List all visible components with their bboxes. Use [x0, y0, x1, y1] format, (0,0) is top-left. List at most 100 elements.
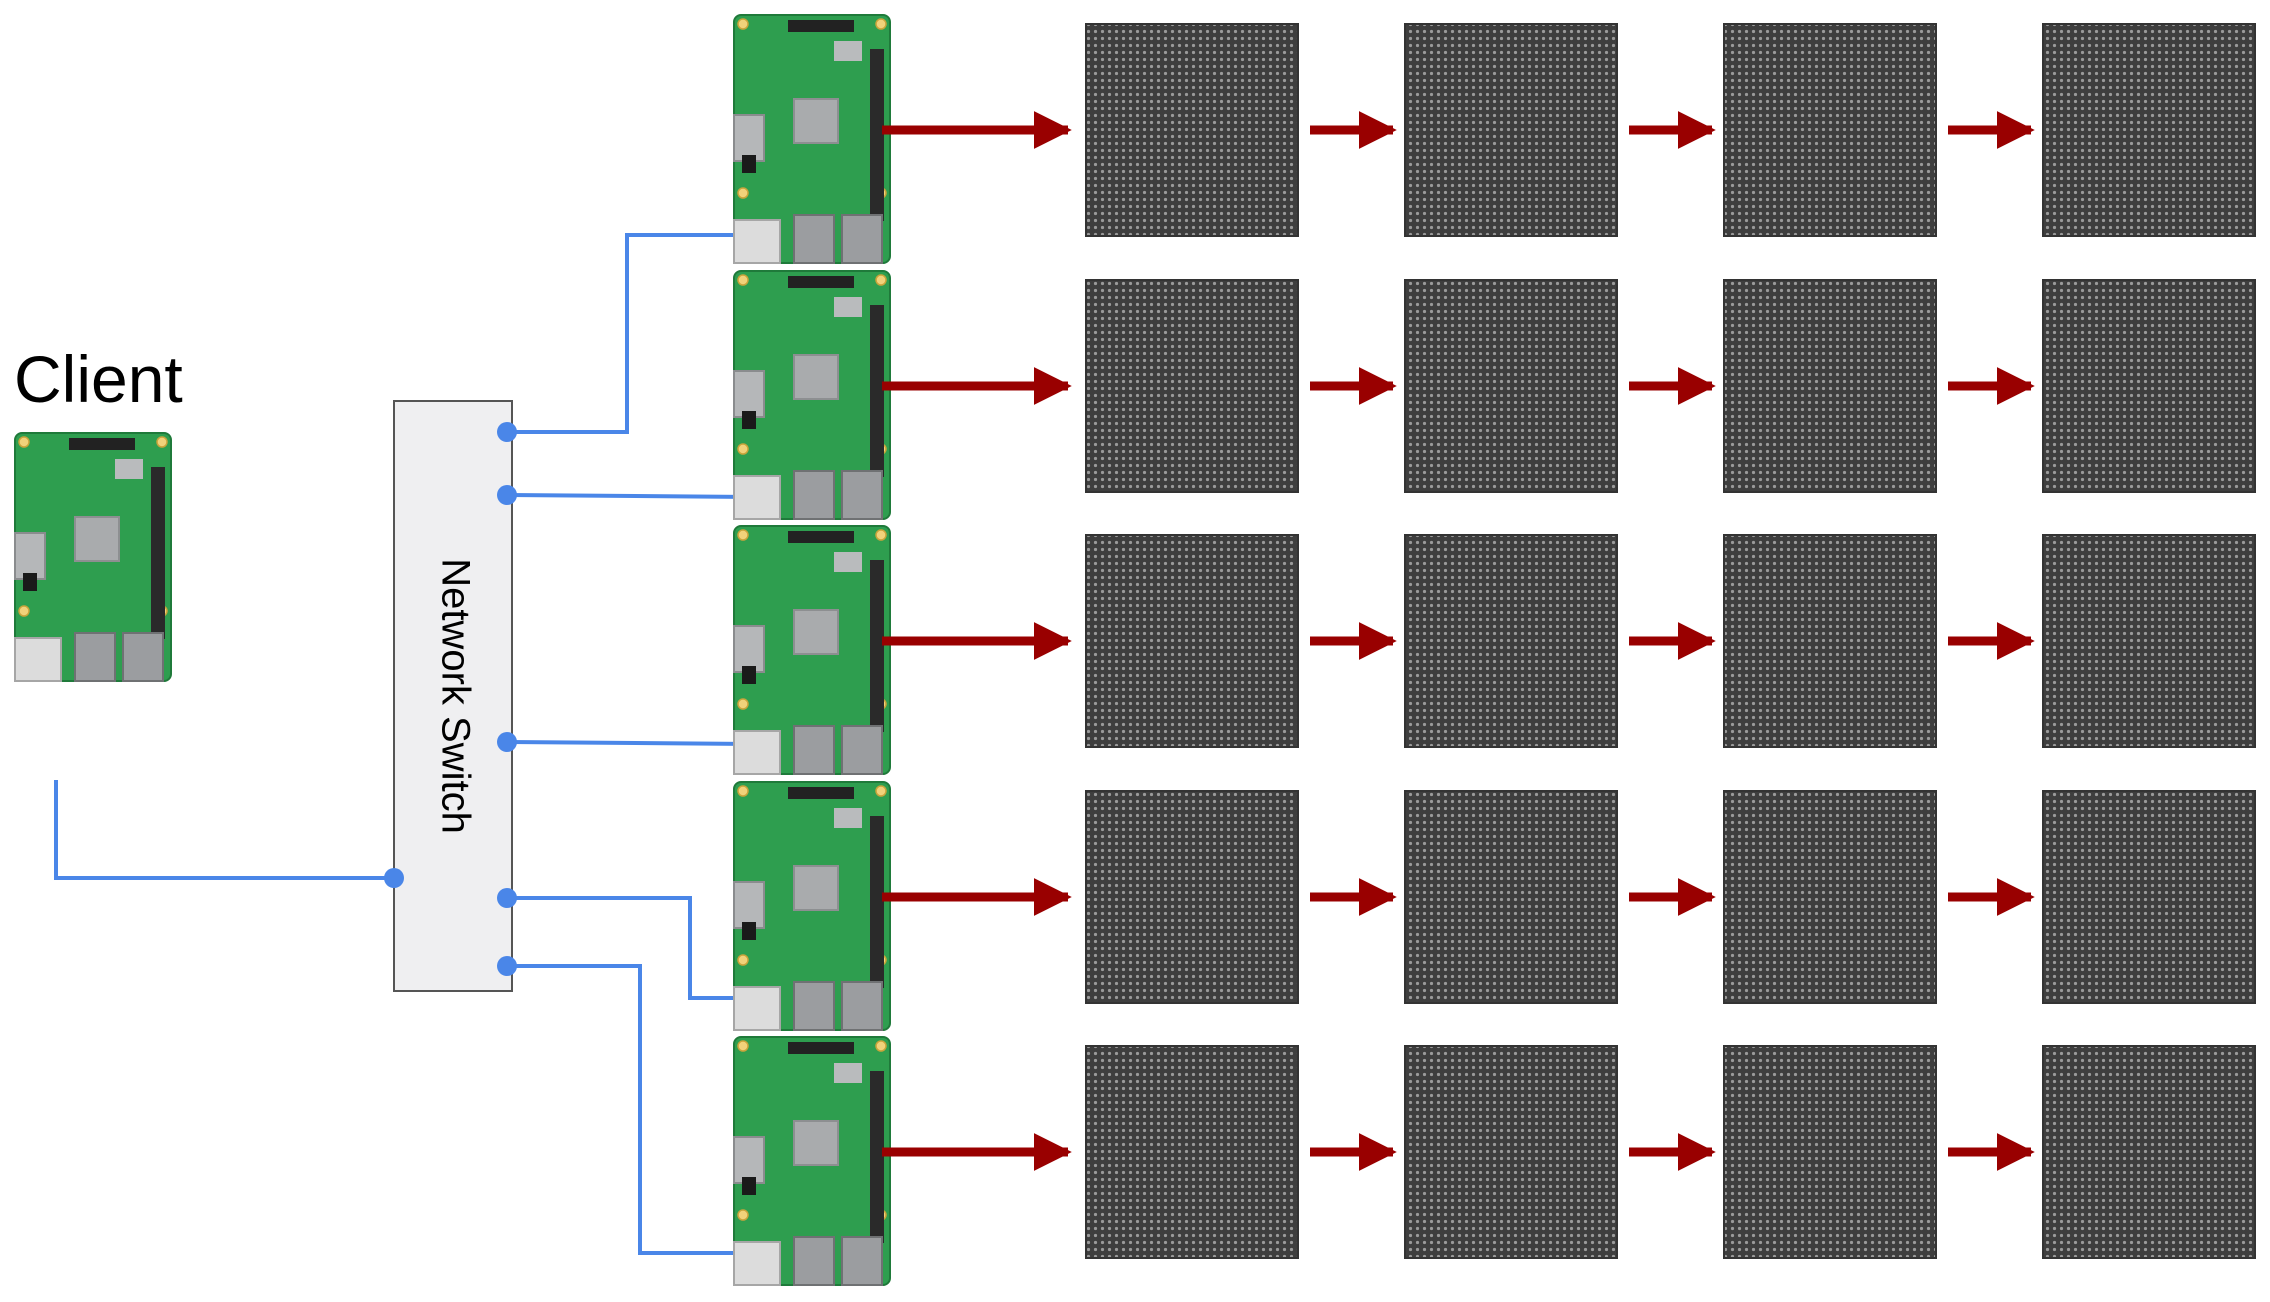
mounting-hole	[737, 529, 749, 541]
hdmi-port	[733, 1136, 765, 1184]
ethernet-port	[14, 637, 62, 682]
gpio-header	[870, 305, 884, 477]
led-matrix-panel-icon	[1723, 534, 1937, 748]
led-panel-chain	[882, 534, 2256, 748]
hdmi-port	[733, 881, 765, 929]
network-cables	[54, 225, 763, 1263]
cable-connector-dot	[497, 422, 517, 442]
hdmi-port	[733, 625, 765, 673]
client-cable	[54, 780, 394, 880]
usb-port	[793, 981, 835, 1031]
mounting-hole	[875, 274, 887, 286]
mounting-hole	[875, 529, 887, 541]
led-matrix-panel-icon	[1085, 534, 1299, 748]
hdmi-port	[14, 532, 46, 580]
usb-port	[841, 981, 883, 1031]
server-1-cable	[507, 233, 753, 434]
mounting-hole	[737, 698, 749, 710]
mounting-hole	[18, 605, 30, 617]
audio-jack	[742, 411, 756, 429]
audio-jack	[742, 922, 756, 940]
led-panel-chain	[882, 23, 2256, 237]
led-matrix-panel-icon	[2042, 23, 2256, 237]
led-matrix-panel-icon	[1404, 790, 1618, 1004]
mounting-hole	[737, 187, 749, 199]
led-matrix-panel-icon	[1085, 790, 1299, 1004]
led-matrix-panel-icon	[2042, 534, 2256, 748]
raspberry-pi-board-icon	[733, 1036, 891, 1286]
display-connector	[788, 531, 854, 543]
network-switch: Network Switch	[393, 400, 513, 992]
raspberry-pi-board-icon	[733, 781, 891, 1031]
soc-chip	[793, 609, 839, 655]
led-matrix-panel-icon	[2042, 1045, 2256, 1259]
server-4-cable	[507, 896, 753, 1000]
mounting-hole	[737, 954, 749, 966]
led-matrix-panel-icon	[1723, 279, 1937, 493]
mounting-hole	[18, 436, 30, 448]
led-matrix-panel-icon	[1404, 534, 1618, 748]
audio-jack	[742, 1177, 756, 1195]
usb-port	[793, 725, 835, 775]
led-matrix-panel-icon	[1404, 279, 1618, 493]
cable-connector-dot	[384, 868, 404, 888]
usb-port	[841, 725, 883, 775]
raspberry-pi-board-icon	[733, 14, 891, 264]
usb-port	[122, 632, 164, 682]
display-connector	[788, 276, 854, 288]
mounting-hole	[875, 785, 887, 797]
gpio-header	[870, 816, 884, 988]
wifi-module	[834, 297, 862, 317]
wifi-module	[834, 1063, 862, 1083]
hdmi-port	[733, 370, 765, 418]
mounting-hole	[737, 443, 749, 455]
ethernet-port	[733, 219, 781, 264]
ethernet-port	[733, 986, 781, 1031]
mounting-hole	[875, 18, 887, 30]
soc-chip	[74, 516, 120, 562]
usb-port	[841, 1236, 883, 1286]
usb-port	[841, 214, 883, 264]
display-connector	[788, 1042, 854, 1054]
mounting-hole	[737, 785, 749, 797]
led-matrix-panel-icon	[1723, 790, 1937, 1004]
wifi-module	[115, 459, 143, 479]
led-panel-chain	[882, 790, 2256, 1004]
raspberry-pi-board-icon	[733, 270, 891, 520]
gpio-header	[870, 560, 884, 732]
mounting-hole	[737, 274, 749, 286]
server-2-cable	[506, 493, 754, 499]
usb-port	[74, 632, 116, 682]
server-5-cable	[507, 964, 753, 1255]
led-matrix-panel-icon	[1085, 1045, 1299, 1259]
wifi-module	[834, 552, 862, 572]
audio-jack	[23, 573, 37, 591]
mounting-hole	[737, 1040, 749, 1052]
led-panel-chain	[882, 279, 2256, 493]
server-3-cable	[506, 740, 754, 746]
client-label: Client	[14, 342, 183, 416]
ethernet-port	[733, 475, 781, 520]
led-matrix-panel-icon	[2042, 790, 2256, 1004]
gpio-header	[151, 467, 165, 639]
led-matrix-panel-icon	[1404, 23, 1618, 237]
wifi-module	[834, 41, 862, 61]
led-matrix-panel-icon	[1404, 1045, 1618, 1259]
ethernet-port	[733, 1241, 781, 1286]
display-connector	[69, 438, 135, 450]
hdmi-port	[733, 114, 765, 162]
soc-chip	[793, 865, 839, 911]
display-connector	[788, 787, 854, 799]
soc-chip	[793, 354, 839, 400]
led-panel-chains	[882, 23, 2256, 1259]
audio-jack	[742, 155, 756, 173]
raspberry-pi-board-icon	[14, 432, 172, 682]
network-switch-label: Network Switch	[433, 558, 477, 834]
mounting-hole	[875, 1040, 887, 1052]
led-matrix-panel-icon	[1085, 279, 1299, 493]
led-matrix-panel-icon	[1085, 23, 1299, 237]
mounting-hole	[737, 1209, 749, 1221]
client-raspberry-pi-board	[14, 432, 172, 682]
usb-port	[793, 1236, 835, 1286]
gpio-header	[870, 49, 884, 221]
